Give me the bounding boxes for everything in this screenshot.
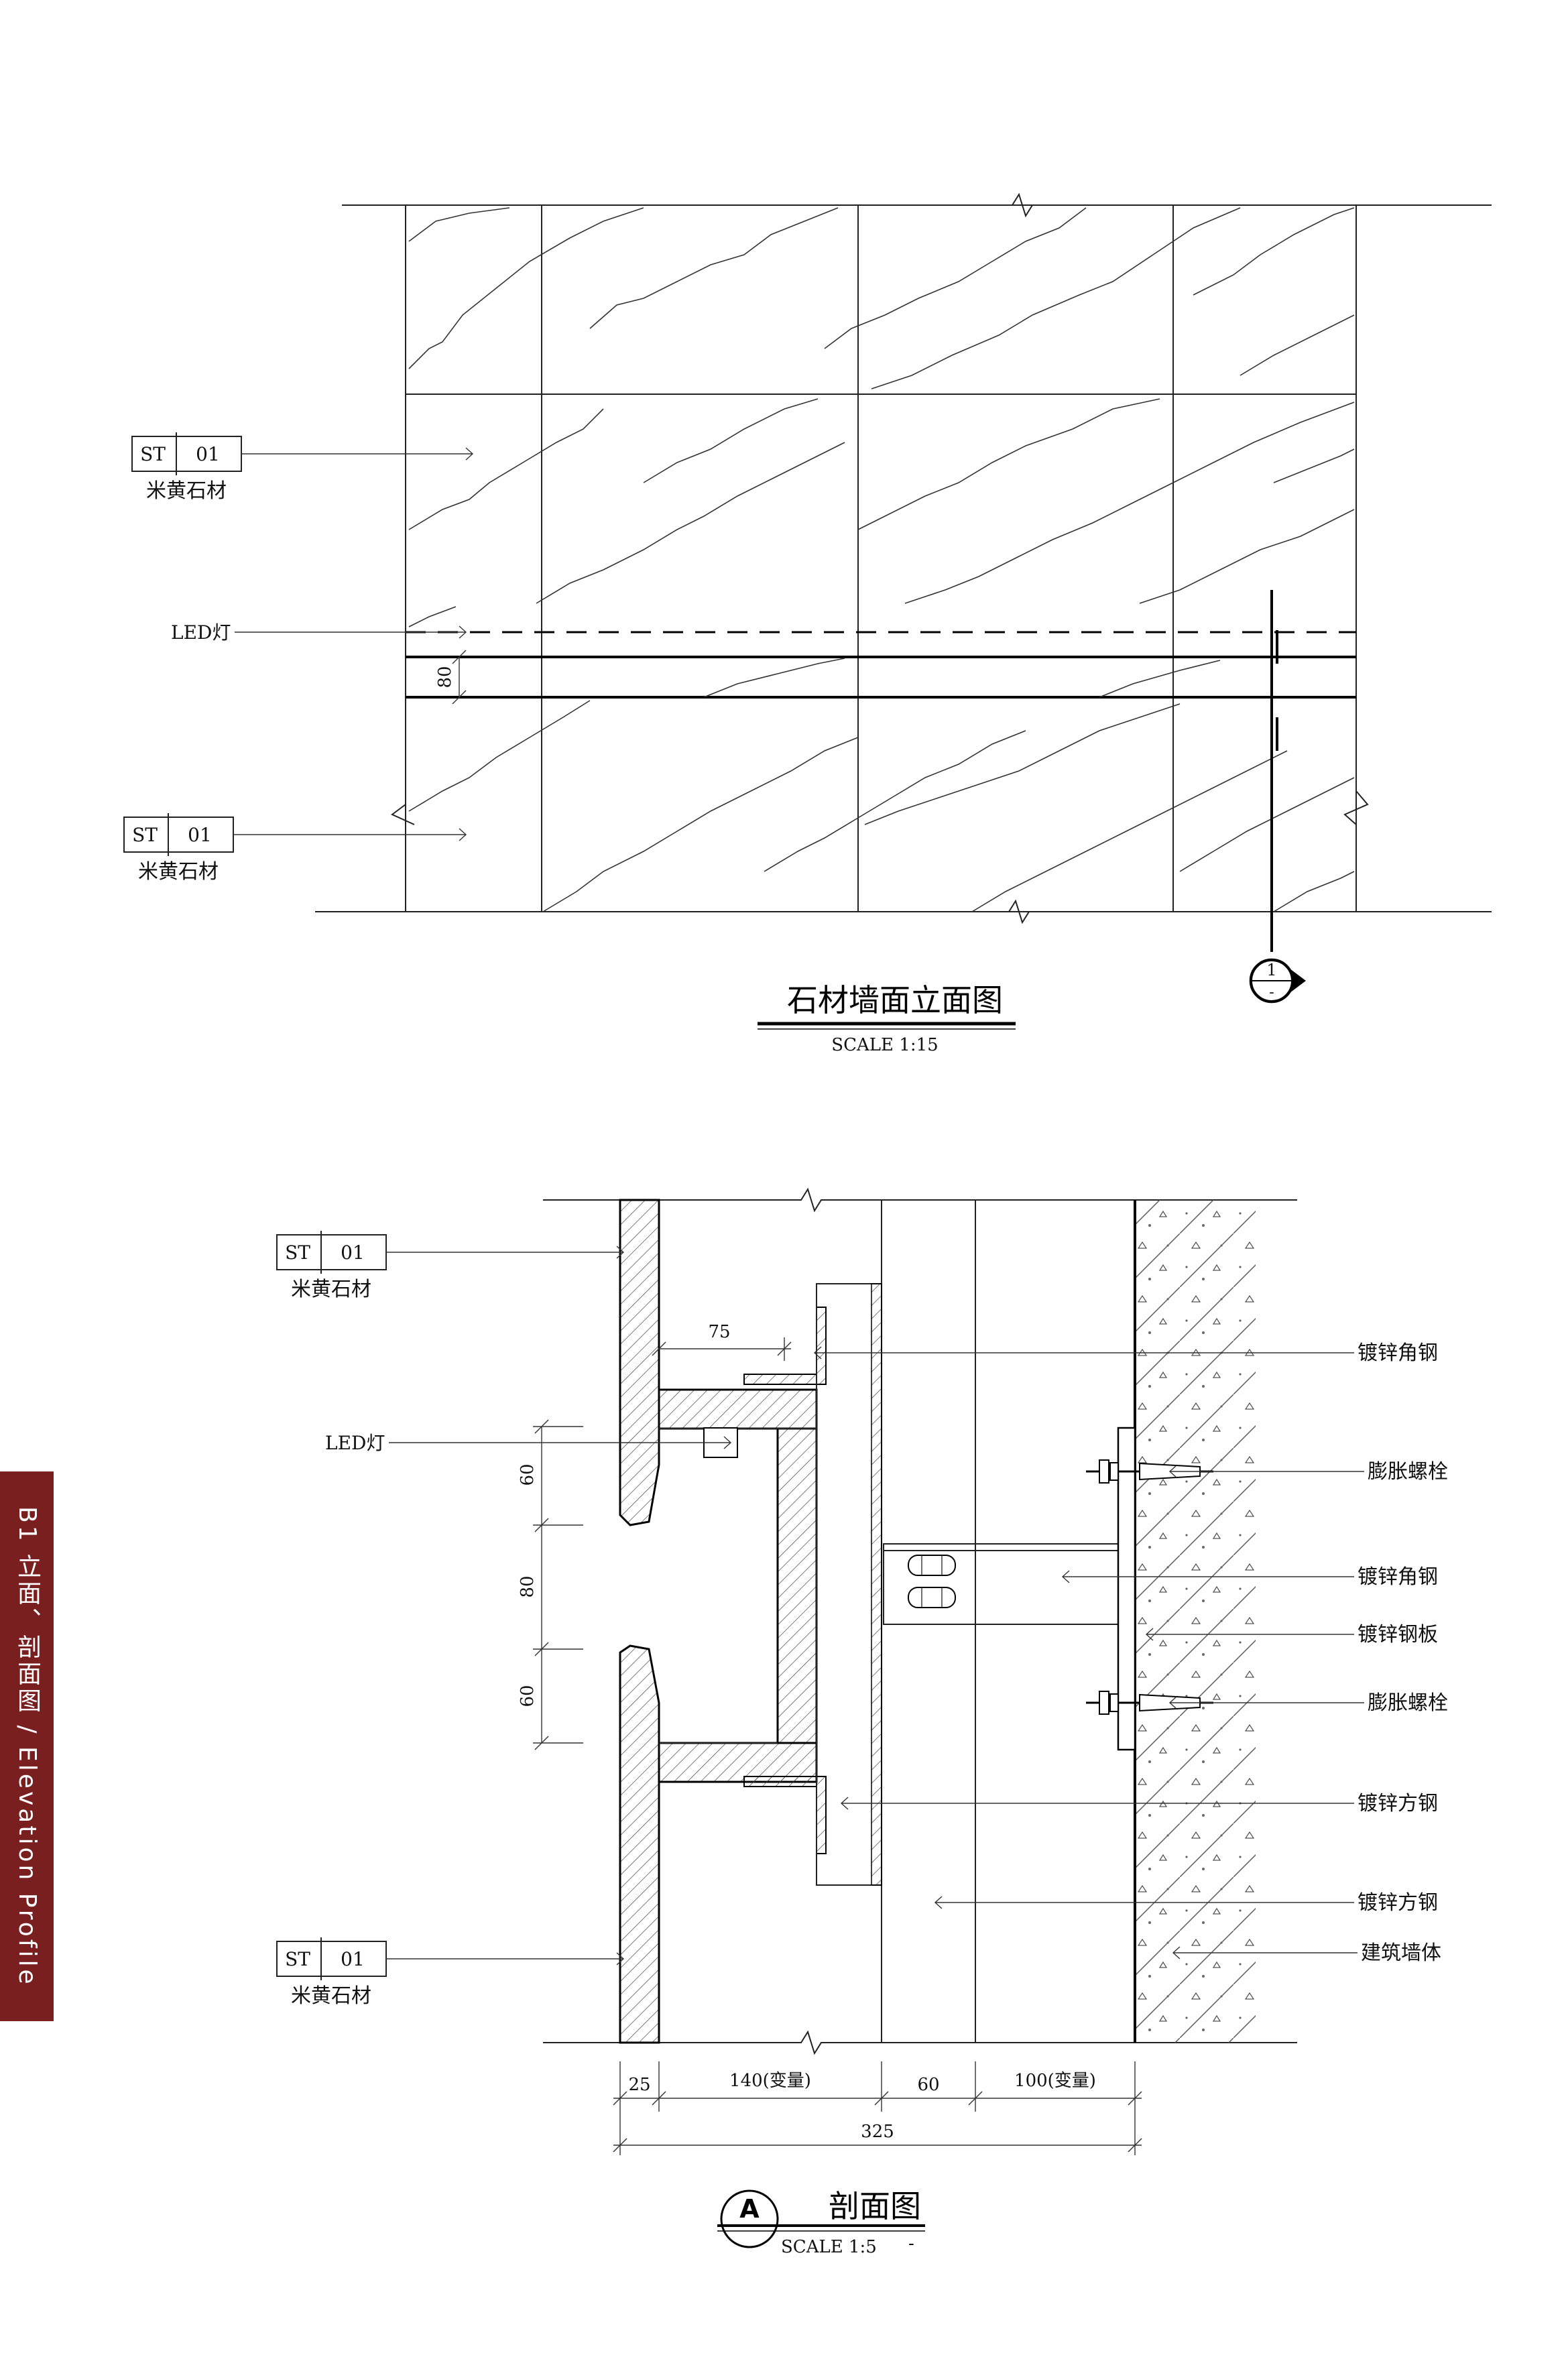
label-right-5: 镀锌方钢 [1358,1792,1438,1815]
stone-grain [408,207,1355,912]
tag-code: ST [285,1242,310,1264]
material-tag-elevation-bottom: ST 01 米黄石材 [123,813,467,884]
dim-75: 75 [652,1322,792,1361]
break-symbol [1343,790,1369,825]
tag-num: 01 [188,824,212,846]
label-right-7: 建筑墙体 [1361,1941,1441,1965]
stone-panel-lower [619,1644,660,2044]
section-view: ST 01 米黄石材 LED灯 ST 01 米黄石材 75 [276,1187,1448,2257]
dim-v-0: 60 [518,1463,538,1486]
stone-wall-frame [405,204,1357,912]
dim-v-1: 80 [518,1575,538,1597]
material-tag-section-bottom: ST 01 米黄石材 [276,1937,625,2008]
dim-bottom: 25 140(变量) 60 100(变量) 325 [613,2061,1142,2155]
tag-num: 01 [341,1242,365,1264]
dim-v-2: 60 [518,1685,538,1707]
dim-vertical: 60 80 60 [518,1419,583,1750]
material-tag-elevation-top: ST 01 米黄石材 [131,432,474,503]
dim-b-3: 100(变量) [1014,2071,1096,2091]
tag-num: 01 [196,443,220,465]
led-callout-section: LED灯 [325,1432,732,1454]
section-marker-letter: A [739,2194,760,2224]
tag-code: ST [140,443,166,465]
led-label: LED灯 [171,621,231,644]
label-right-3: 镀锌钢板 [1358,1623,1438,1646]
label-right-6: 镀锌方钢 [1358,1891,1438,1915]
tag-name: 米黄石材 [146,479,227,503]
stone-arm-upper [658,1388,818,1430]
tag-name: 米黄石材 [291,1984,371,2008]
angle-steel-upper [743,1307,827,1385]
tag-code: ST [132,824,158,846]
label-right-0: 镀锌角钢 [1358,1341,1438,1365]
dim-total: 325 [861,2122,894,2142]
stone-panel-upper [619,1199,660,1526]
section-scale-suffix: - [908,2234,914,2254]
tag-num: 01 [341,1948,365,1970]
elevation-scale: SCALE 1:15 [831,1035,938,1055]
led-label: LED灯 [325,1432,385,1454]
section-marker-sub: - [1269,984,1274,1001]
led-channel [776,1427,818,1744]
building-wall [1135,1200,1256,2043]
section-bottom-line [543,2030,1297,2055]
section-scale: SCALE 1:5 [781,2237,877,2257]
angle-steel-lower [743,1776,827,1854]
dim-75-label: 75 [708,1322,730,1342]
tag-name: 米黄石材 [138,860,219,884]
section-cut-marker: 1 - [1249,590,1306,1004]
section-title: 剖面图 [829,2188,921,2224]
material-tag-section-top: ST 01 米黄石材 [276,1231,625,1301]
section-marker-num: 1 [1266,961,1276,979]
side-tab: B1 立面、剖面图 / Elevation Profile [0,1471,54,2021]
tag-name: 米黄石材 [291,1278,371,1301]
section-title-block: A 剖面图 SCALE 1:5 - [717,2188,925,2257]
elevation-view: 80 ST 01 米黄石材 LED灯 ST 01 米黄石材 [123,192,1492,1055]
dim-80-label: 80 [435,666,455,688]
dim-b-2: 60 [917,2075,939,2095]
elevation-title: 石材墙面立面图 [787,982,1003,1018]
led-callout-elevation: LED灯 [171,621,467,644]
right-callouts: 镀锌角钢 膨胀螺栓 镀锌角钢 镀锌钢板 膨胀螺栓 镀锌方钢 镀锌方钢 建筑墙体 [813,1341,1448,1965]
break-symbol [391,804,415,825]
dim-b-1: 140(变量) [729,2071,811,2091]
label-right-2: 镀锌角钢 [1358,1565,1438,1589]
label-right-1: 膨胀螺栓 [1368,1460,1448,1484]
label-right-4: 膨胀螺栓 [1368,1691,1448,1715]
tag-code: ST [285,1948,310,1970]
steel-plate [1117,1427,1136,1751]
section-top-line [543,1187,1297,1213]
dim-b-0: 25 [628,2075,650,2095]
side-tab-label: B1 立面、剖面图 / Elevation Profile [13,1506,41,1987]
